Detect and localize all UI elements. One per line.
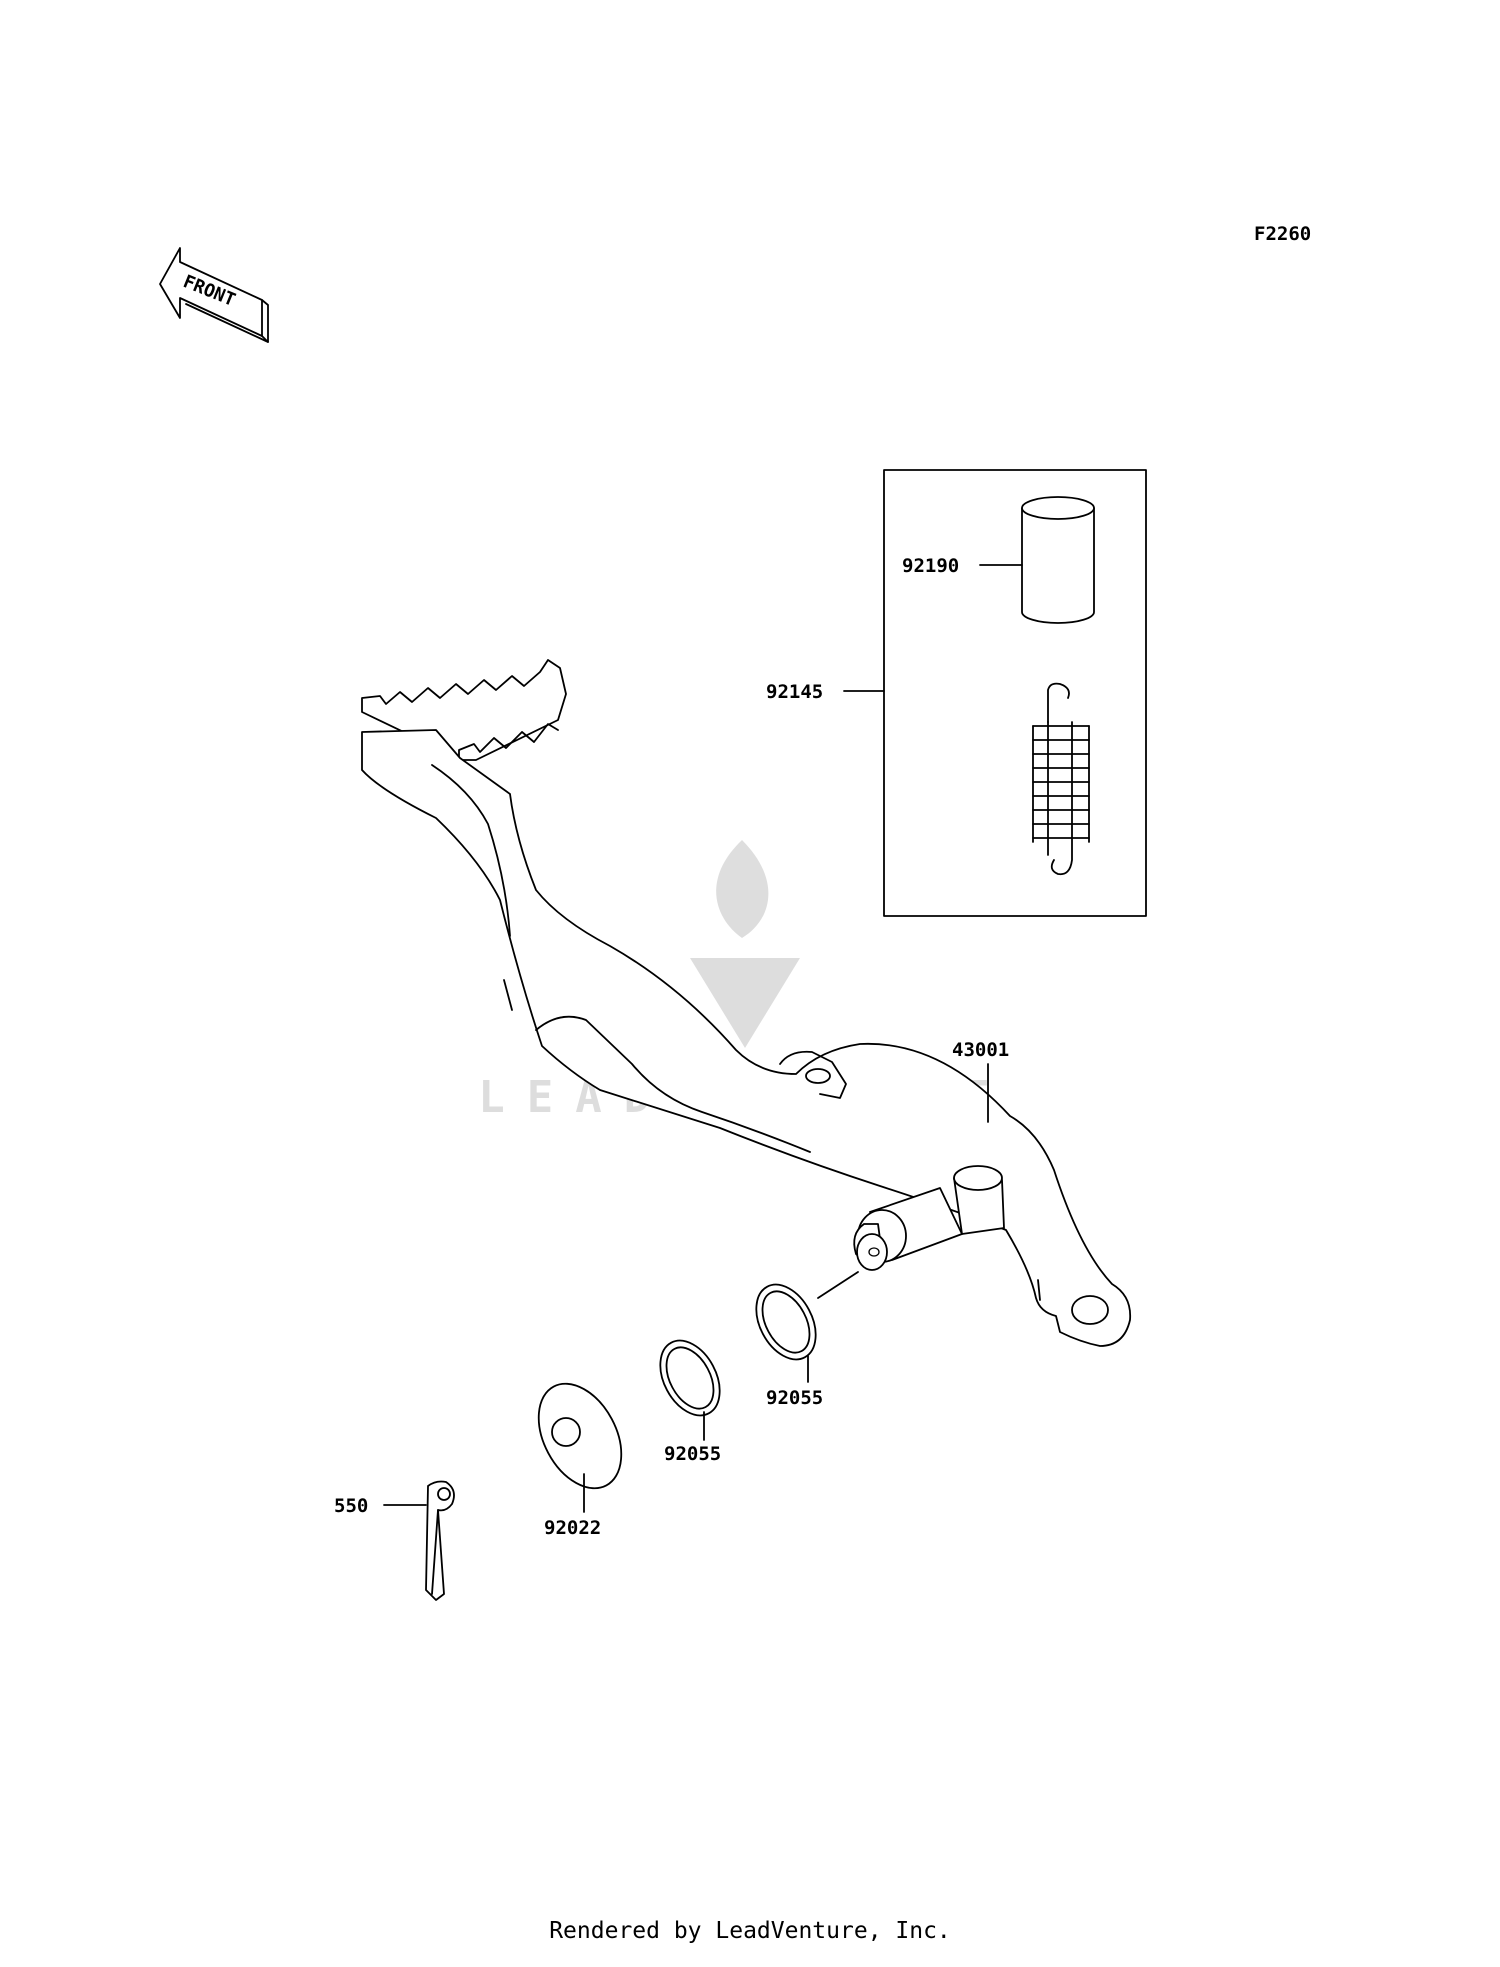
callout-spring-collar: 92190	[902, 555, 959, 577]
oring-rear	[755, 1283, 817, 1361]
oring-front	[659, 1339, 721, 1417]
footer-credit: Rendered by LeadVenture, Inc.	[549, 1918, 951, 1944]
watermark-flame-icon	[716, 840, 769, 938]
callout-cotter-pin: 550	[334, 1495, 368, 1517]
washer	[537, 1382, 623, 1490]
callout-spring-kit: 92145	[766, 681, 823, 703]
callout-brake-pedal: 43001	[952, 1039, 1009, 1061]
callout-washer: 92022	[544, 1517, 601, 1539]
diagram-code: F2260	[1254, 223, 1311, 245]
watermark-v-icon	[690, 958, 800, 1048]
front-arrow-icon: FRONT	[159, 247, 269, 343]
callout-oring-front: 92055	[664, 1443, 721, 1465]
leader-oring-link	[817, 1271, 859, 1299]
pivot-shaft	[853, 1165, 1005, 1271]
spring-collar	[1021, 496, 1095, 624]
kit-box	[883, 469, 1147, 917]
callout-oring-rear: 92055	[766, 1387, 823, 1409]
cotter-pin	[425, 1480, 455, 1601]
return-spring	[1032, 682, 1090, 876]
